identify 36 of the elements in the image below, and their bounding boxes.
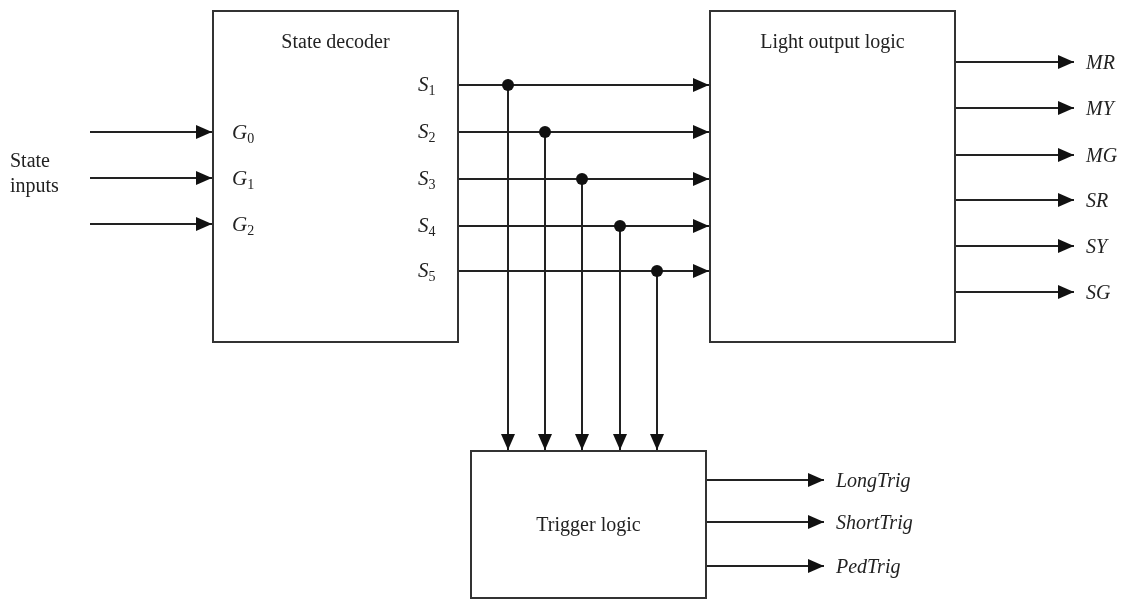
arrow: [89, 171, 213, 185]
pin-label: S$_{5}$: [418, 258, 436, 286]
signal-name: MY: [1086, 96, 1114, 120]
arrow: [706, 515, 825, 529]
pin-label: G$_{2}$: [232, 212, 255, 240]
arrow: [89, 125, 213, 139]
signal-name: SG: [1086, 280, 1111, 304]
signal-name: MR: [1086, 50, 1115, 74]
arrow: [955, 55, 1075, 69]
pin-label: S$_{4}$: [418, 213, 436, 241]
logic-block: [212, 10, 459, 343]
arrow: [955, 285, 1075, 299]
signal-name: ShortTrig: [836, 510, 913, 534]
pin-label: G$_{0}$: [232, 120, 255, 148]
arrow: [955, 239, 1075, 253]
arrow: [706, 559, 825, 573]
signal-name: SY: [1086, 234, 1108, 258]
arrow: [955, 101, 1075, 115]
arrow: [955, 148, 1075, 162]
signal-name: MG: [1086, 143, 1118, 167]
arrow: [89, 217, 213, 231]
block-title: Trigger logic: [536, 513, 641, 536]
input-label: State inputs: [10, 148, 60, 198]
pin-label: S$_{1}$: [418, 72, 436, 100]
signal-name: SR: [1086, 188, 1109, 212]
logic-block: [470, 450, 707, 599]
pin-label: S$_{3}$: [418, 166, 436, 194]
pin-label: S$_{2}$: [418, 119, 436, 147]
signal-name: LongTrig: [836, 468, 911, 492]
arrow: [955, 193, 1075, 207]
block-title: State decoder: [281, 30, 390, 53]
signal-name: PedTrig: [836, 554, 901, 578]
block-title: Light output logic: [760, 30, 905, 53]
pin-label: G$_{1}$: [232, 166, 255, 194]
logic-block: [709, 10, 956, 343]
arrow: [706, 473, 825, 487]
